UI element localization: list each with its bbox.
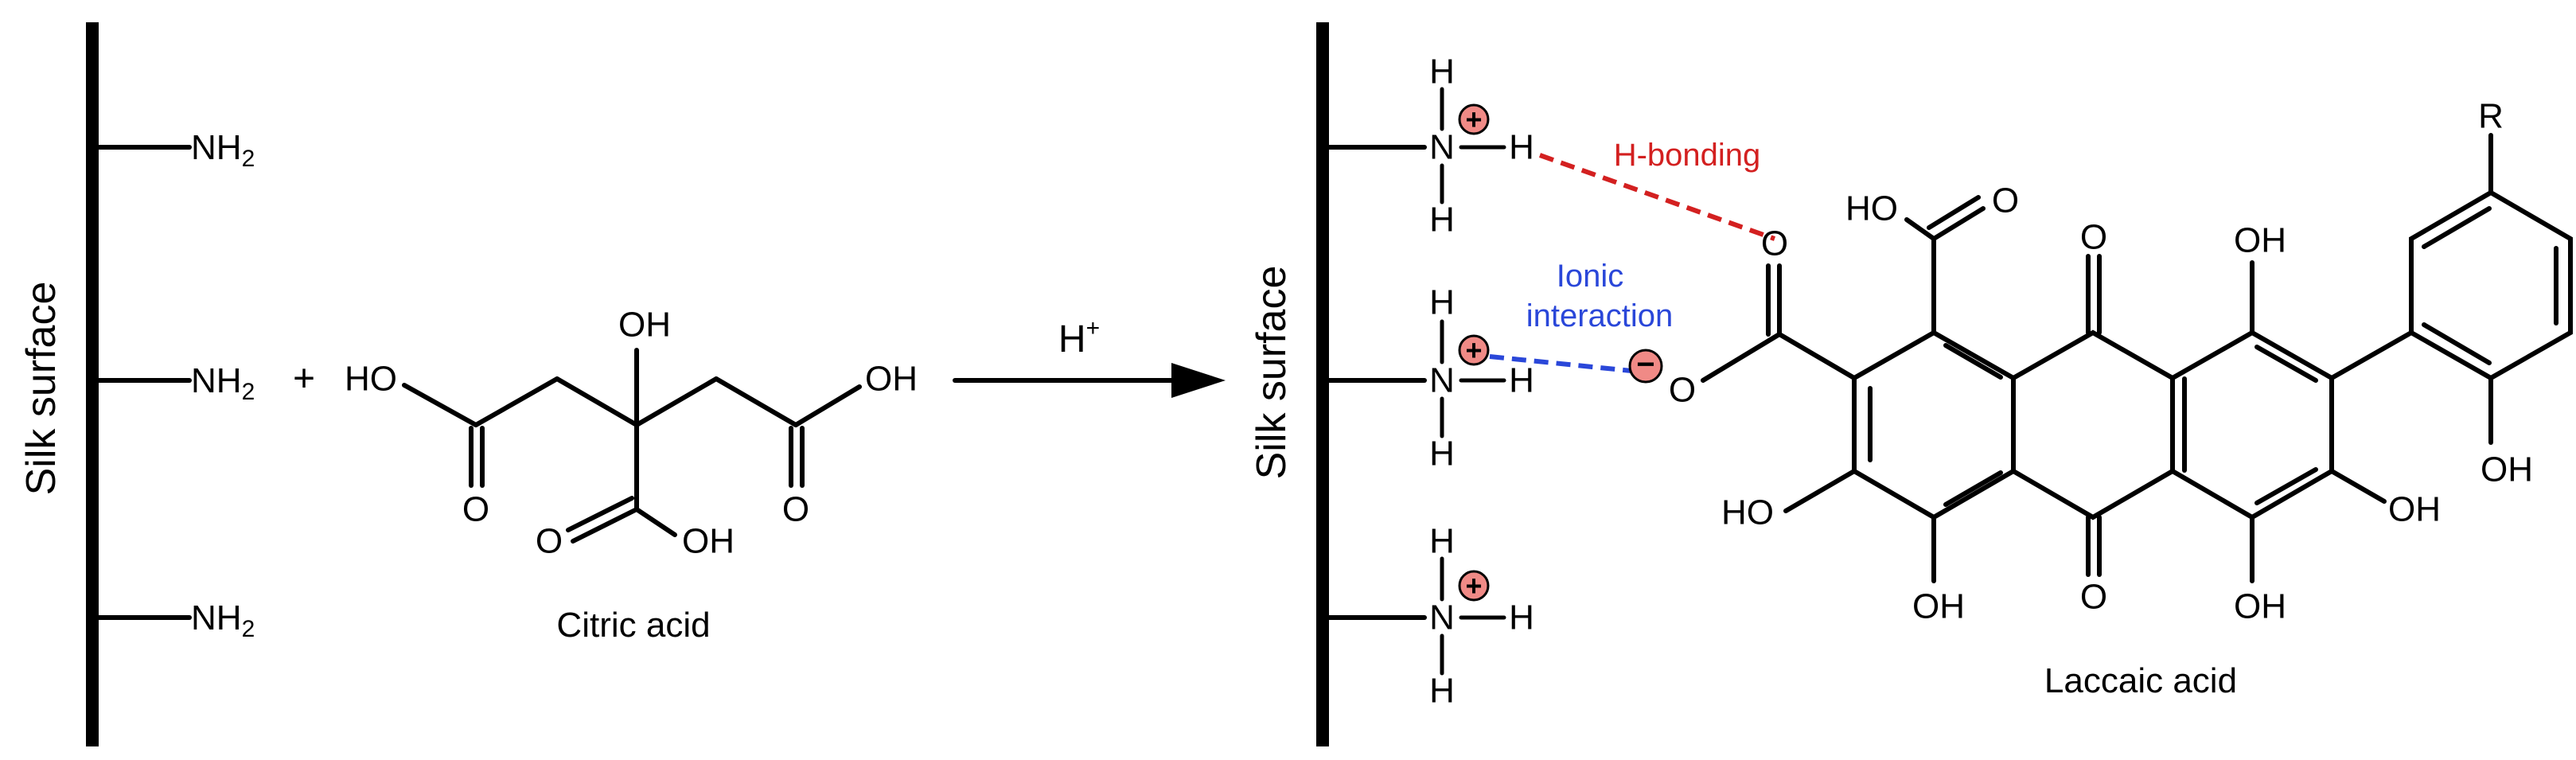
svg-text:−: −: [1636, 347, 1654, 382]
citric-acid-label: Citric acid: [556, 606, 710, 645]
svg-text:O: O: [536, 522, 563, 561]
citric-acid-structure: HO OH O O OH O OH: [345, 306, 918, 561]
amine-group-3: NH2: [96, 598, 255, 642]
h-bonding-label: H-bonding: [1614, 138, 1761, 173]
ammonium-group-1: N H H H +: [1327, 53, 1534, 240]
svg-text:R: R: [2478, 97, 2504, 136]
svg-text:N: N: [1429, 598, 1455, 637]
svg-text:O: O: [462, 490, 489, 529]
svg-text:OH: OH: [2234, 221, 2286, 260]
ionic-label-line2: interaction: [1526, 298, 1674, 333]
svg-text:H: H: [1509, 128, 1534, 167]
svg-text:H: H: [1509, 361, 1534, 400]
laccaic-acid-structure: O O O HO O O HO OH OH OH OH: [1669, 97, 2573, 626]
svg-text:O: O: [2080, 578, 2107, 617]
svg-text:HO: HO: [1721, 493, 1774, 532]
svg-text:+: +: [1465, 103, 1482, 136]
svg-text:O: O: [1761, 224, 1788, 263]
svg-text:H: H: [1429, 201, 1455, 240]
svg-text:OH: OH: [865, 360, 918, 399]
svg-text:N: N: [1429, 128, 1455, 167]
h-bond-dashed-line: [1538, 153, 1776, 241]
silk-surface-label-right: Silk surface: [1249, 266, 1295, 480]
laccaic-acid-label: Laccaic acid: [2044, 661, 2237, 700]
svg-text:+: +: [1465, 334, 1482, 367]
svg-text:OH: OH: [2234, 587, 2286, 626]
svg-text:HO: HO: [345, 360, 397, 399]
ammonium-group-2: N H H H +: [1327, 283, 1534, 474]
svg-text:H: H: [1429, 522, 1455, 561]
silk-surface-label-left: Silk surface: [18, 282, 64, 496]
svg-text:O: O: [1669, 371, 1696, 410]
svg-text:NH2: NH2: [191, 128, 255, 172]
silk-surface-wall-left: [86, 22, 99, 746]
ionic-dashed-line: [1489, 354, 1632, 373]
svg-text:H: H: [1429, 435, 1455, 474]
svg-text:OH: OH: [618, 306, 671, 345]
ionic-label-line1: Ionic: [1557, 259, 1624, 294]
silk-surface-wall-right: [1316, 22, 1329, 746]
reaction-arrow: [953, 363, 1226, 398]
svg-text:+: +: [1465, 570, 1482, 602]
svg-text:O: O: [2080, 218, 2107, 257]
plus-sign: +: [293, 358, 315, 400]
arrow-label: H+: [1058, 315, 1100, 361]
ammonium-group-3: N H H H +: [1327, 522, 1534, 711]
svg-text:OH: OH: [682, 522, 735, 561]
svg-text:H: H: [1429, 53, 1455, 92]
svg-text:H: H: [1429, 283, 1455, 322]
svg-text:H: H: [1429, 672, 1455, 711]
svg-text:H: H: [1509, 598, 1534, 637]
svg-text:O: O: [782, 490, 809, 529]
svg-text:OH: OH: [2388, 490, 2441, 529]
svg-text:HO: HO: [1845, 189, 1898, 228]
negative-charge-icon: [1628, 349, 1663, 384]
svg-text:NH2: NH2: [191, 598, 255, 642]
svg-text:OH: OH: [2481, 450, 2533, 489]
svg-text:N: N: [1429, 361, 1455, 400]
amine-group-2: NH2: [96, 361, 255, 405]
amine-group-1: NH2: [96, 128, 255, 172]
svg-text:O: O: [1992, 181, 2019, 220]
svg-text:OH: OH: [1912, 587, 1965, 626]
svg-text:NH2: NH2: [191, 361, 255, 405]
